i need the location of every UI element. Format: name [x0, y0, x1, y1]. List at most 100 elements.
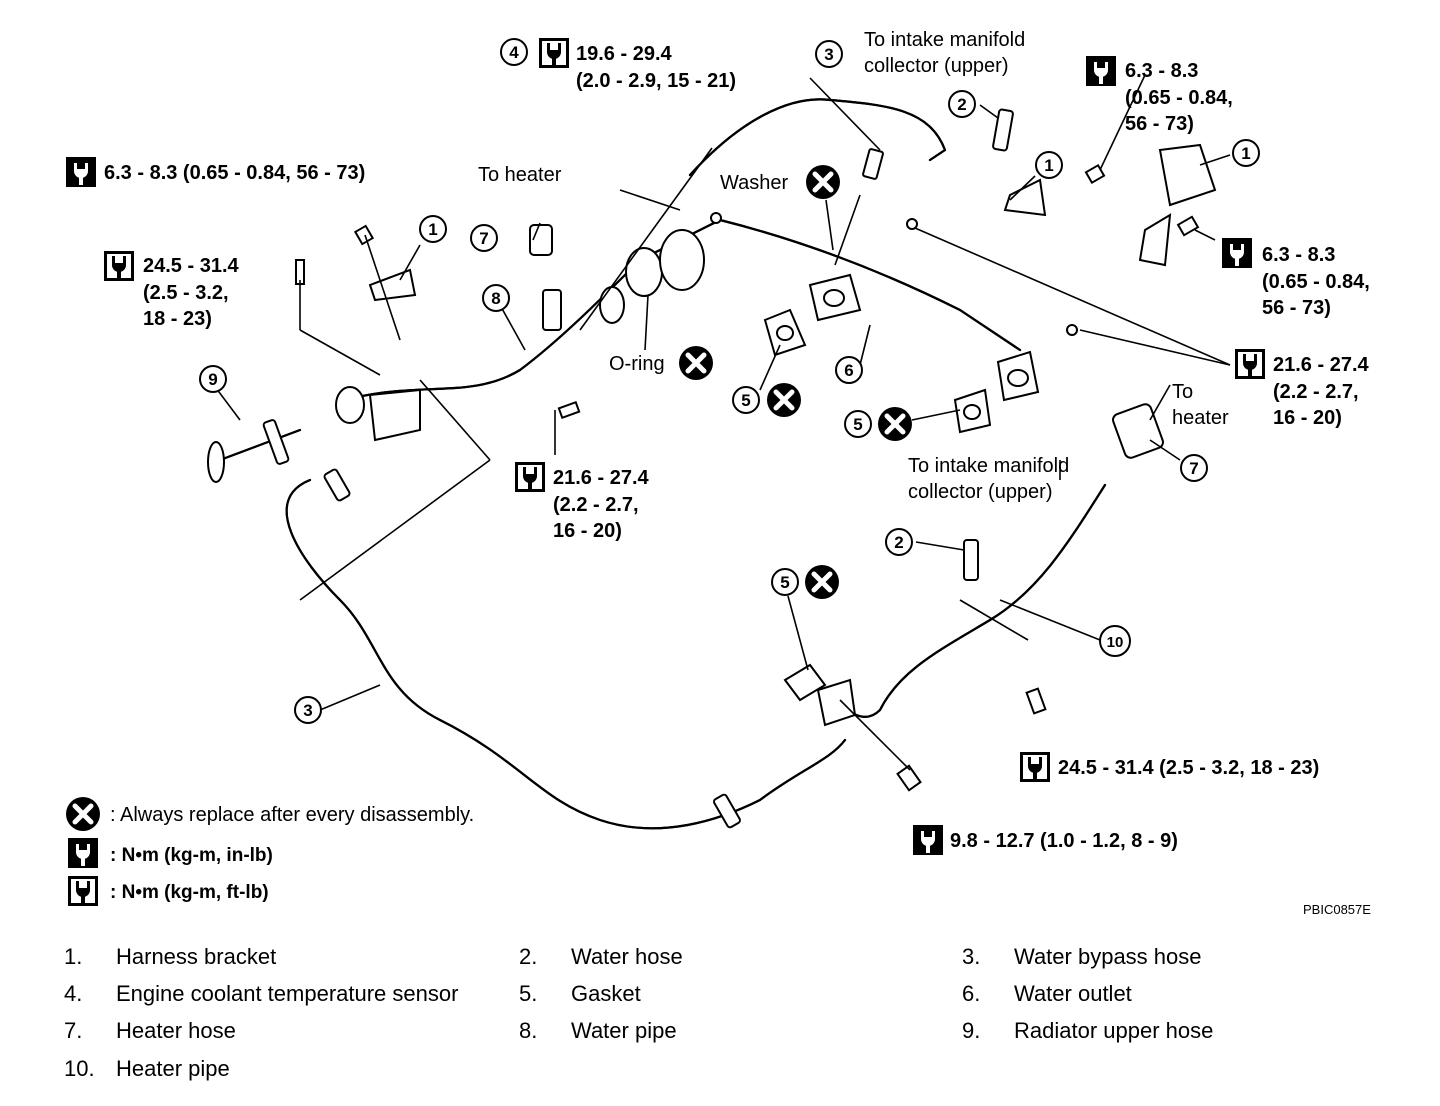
svg-text:10: 10 [1107, 634, 1124, 651]
callout-10: 10 [1099, 625, 1131, 657]
water-bypass-hose-lower-shape [285, 478, 847, 830]
svg-text:4: 4 [509, 43, 519, 62]
torque-label-sensor: 19.6 - 29.4 (2.0 - 2.9, 15 - 21) [576, 43, 736, 92]
callout-5-a: 5 [732, 386, 760, 414]
list-item: 4.Engine coolant temperature sensor [64, 981, 459, 1006]
svg-text:9: 9 [208, 370, 217, 389]
svg-text:2: 2 [894, 533, 903, 552]
label-washer: Washer [720, 172, 789, 194]
torque-label-left: 24.5 - 31.4 (2.5 - 3.2, 18 - 23) [143, 255, 240, 330]
svg-text:To intake manifold: To intake manifold [908, 455, 1069, 477]
callout-9: 9 [199, 365, 227, 393]
svg-text:18 - 23): 18 - 23) [143, 308, 212, 330]
torque-label-top-right-1: 6.3 - 8.3 (0.65 - 0.84, 56 - 73) [1125, 60, 1233, 135]
torque-ftlb-icon [68, 876, 98, 906]
svg-text:6: 6 [844, 361, 853, 380]
svg-text:(0.65 - 0.84,: (0.65 - 0.84, [1125, 87, 1233, 109]
label-to-heater-right: To heater [1172, 381, 1229, 429]
svg-text:5: 5 [741, 391, 750, 410]
torque-label-bracket: 6.3 - 8.3 (0.65 - 0.84, 56 - 73) [104, 162, 365, 184]
svg-text:To: To [1172, 381, 1193, 403]
svg-text:collector (upper): collector (upper) [908, 481, 1053, 503]
svg-text:(2.0 - 2.9, 15 - 21): (2.0 - 2.9, 15 - 21) [576, 70, 736, 92]
svg-text:5: 5 [853, 415, 862, 434]
callout-2-mid: 2 [885, 528, 913, 556]
callout-4: 4 [500, 38, 528, 66]
svg-text:5: 5 [780, 573, 789, 592]
list-item: 9.Radiator upper hose [962, 1018, 1214, 1043]
callout-8: 8 [482, 284, 510, 312]
svg-text:16 - 20): 16 - 20) [1273, 407, 1342, 429]
svg-text:56 - 73): 56 - 73) [1125, 113, 1194, 135]
callout-3-top: 3 [815, 40, 843, 68]
svg-text:(2.5 - 3.2,: (2.5 - 3.2, [143, 282, 229, 304]
callout-6: 6 [835, 356, 863, 384]
torque-ftlb-icon [539, 38, 569, 68]
torque-ftlb-icon [1020, 752, 1050, 782]
svg-text:21.6 - 27.4: 21.6 - 27.4 [553, 467, 650, 489]
key-inlb-text: : N•m (kg-m, in-lb) [110, 845, 273, 866]
svg-text:2: 2 [957, 95, 966, 114]
list-item: 5.Gasket [519, 981, 641, 1006]
svg-text:1: 1 [428, 220, 437, 239]
key-ftlb-text: : N•m (kg-m, ft-lb) [110, 882, 269, 903]
replace-x-icon-gasket-a [767, 383, 801, 417]
svg-text:heater: heater [1172, 407, 1229, 429]
list-item: 3.Water bypass hose [962, 944, 1202, 969]
list-item: 1.Harness bracket [64, 944, 277, 969]
key-replace-text: : Always replace after every disassembly… [110, 804, 474, 826]
svg-text:8: 8 [491, 289, 500, 308]
callout-1-right: 1 [1232, 139, 1260, 167]
svg-text:6.3 - 8.3: 6.3 - 8.3 [1262, 244, 1335, 266]
label-to-intake-top: To intake manifold collector (upper) [864, 29, 1025, 77]
replace-x-icon-key [66, 797, 100, 831]
torque-label-top-right-2: 6.3 - 8.3 (0.65 - 0.84, 56 - 73) [1262, 244, 1370, 319]
callout-5-c: 5 [771, 568, 799, 596]
torque-inlb-icon [1086, 56, 1116, 86]
callout-1-center: 1 [1035, 151, 1063, 179]
svg-text:56 - 73): 56 - 73) [1262, 297, 1331, 319]
label-oring: O-ring [609, 353, 665, 375]
svg-text:16 - 20): 16 - 20) [553, 520, 622, 542]
torque-label-bottom: 9.8 - 12.7 (1.0 - 1.2, 8 - 9) [950, 830, 1178, 852]
heater-pipe-shape [828, 483, 1107, 718]
torque-inlb-icon [913, 825, 943, 855]
svg-text:19.6 - 29.4: 19.6 - 29.4 [576, 43, 673, 65]
replace-x-icon-oring [679, 346, 713, 380]
list-item: 10.Heater pipe [64, 1056, 230, 1081]
callout-7-left: 7 [470, 224, 498, 252]
svg-text:To intake manifold: To intake manifold [864, 29, 1025, 51]
torque-ftlb-icon [515, 462, 545, 492]
replace-x-icon-washer [806, 165, 840, 199]
label-to-intake-mid: To intake manifold collector (upper) [908, 455, 1069, 503]
torque-inlb-icon [1222, 238, 1252, 268]
svg-text:collector (upper): collector (upper) [864, 55, 1009, 77]
torque-label-bottom-right: 24.5 - 31.4 (2.5 - 3.2, 18 - 23) [1058, 757, 1319, 779]
svg-text:(0.65 - 0.84,: (0.65 - 0.84, [1262, 271, 1370, 293]
label-to-heater-left: To heater [478, 164, 562, 186]
svg-text:1: 1 [1044, 156, 1053, 175]
svg-text:3: 3 [824, 45, 833, 64]
svg-text:24.5 - 31.4: 24.5 - 31.4 [143, 255, 240, 277]
callout-7-right: 7 [1180, 454, 1208, 482]
list-item: 6.Water outlet [962, 981, 1132, 1006]
svg-text:7: 7 [479, 229, 488, 248]
list-item: 7.Heater hose [64, 1018, 236, 1043]
svg-text:7: 7 [1189, 459, 1198, 478]
water-bypass-hose-upper-shape [688, 98, 947, 177]
callout-1-left: 1 [419, 215, 447, 243]
leader-lines [209, 74, 1231, 771]
replace-x-icon-gasket-c [805, 565, 839, 599]
torque-ftlb-icon [1235, 349, 1265, 379]
torque-inlb-icon [66, 157, 96, 187]
list-item: 8.Water pipe [519, 1018, 677, 1043]
radiator-upper-hose-shape [207, 428, 302, 483]
torque-ftlb-icon [104, 251, 134, 281]
torque-label-middle: 21.6 - 27.4 (2.2 - 2.7, 16 - 20) [553, 467, 650, 542]
svg-text:(2.2 - 2.7,: (2.2 - 2.7, [553, 494, 639, 516]
figure-code: PBIC0857E [1303, 902, 1371, 917]
svg-text:3: 3 [303, 701, 312, 720]
svg-text:6.3 - 8.3: 6.3 - 8.3 [1125, 60, 1198, 82]
